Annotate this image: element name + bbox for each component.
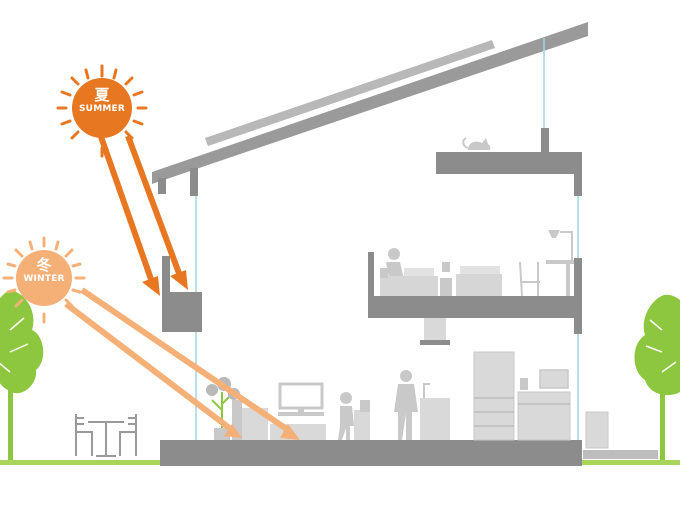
- bedroom-furniture: [380, 230, 574, 297]
- upper-loft-right-post: [574, 174, 582, 196]
- winter-text: WINTER: [23, 274, 65, 284]
- roof: [152, 22, 588, 184]
- winter-sun-rays: [64, 287, 300, 440]
- winter-sun-icon: [2, 236, 86, 324]
- upper-loft-floor: [436, 152, 582, 174]
- summer-sun-label: 夏 SUMMER: [72, 86, 132, 115]
- ceiling-duct-cap: [420, 340, 450, 345]
- second-floor-slab: [368, 296, 582, 318]
- summer-sun-icon: [56, 64, 148, 158]
- summer-text: SUMMER: [79, 104, 125, 114]
- tree-left: [0, 290, 44, 460]
- ceiling-duct: [424, 318, 446, 344]
- solar-panel: [205, 40, 495, 146]
- ground-floor-furniture: [206, 351, 609, 449]
- cat-silhouette: [462, 137, 491, 150]
- upper-loft-post: [541, 128, 549, 152]
- second-floor-left-post: [368, 252, 374, 296]
- terrace-right: [583, 450, 658, 459]
- upper-left-wall-stub: [190, 168, 198, 196]
- ground-right: [580, 460, 680, 465]
- summer-sun-rays: [97, 133, 188, 296]
- ground-left: [0, 460, 160, 465]
- tree-right: [634, 294, 680, 460]
- winter-sun-label: 冬 WINTER: [14, 256, 74, 285]
- roof-eave-post: [158, 178, 166, 194]
- winter-kanji: 冬: [36, 256, 52, 274]
- eave-shading-overhang: [162, 292, 202, 332]
- foundation-slab: [160, 440, 582, 466]
- second-floor-right-wall: [574, 258, 582, 334]
- patio-table-set: [75, 414, 137, 457]
- summer-kanji: 夏: [94, 86, 110, 104]
